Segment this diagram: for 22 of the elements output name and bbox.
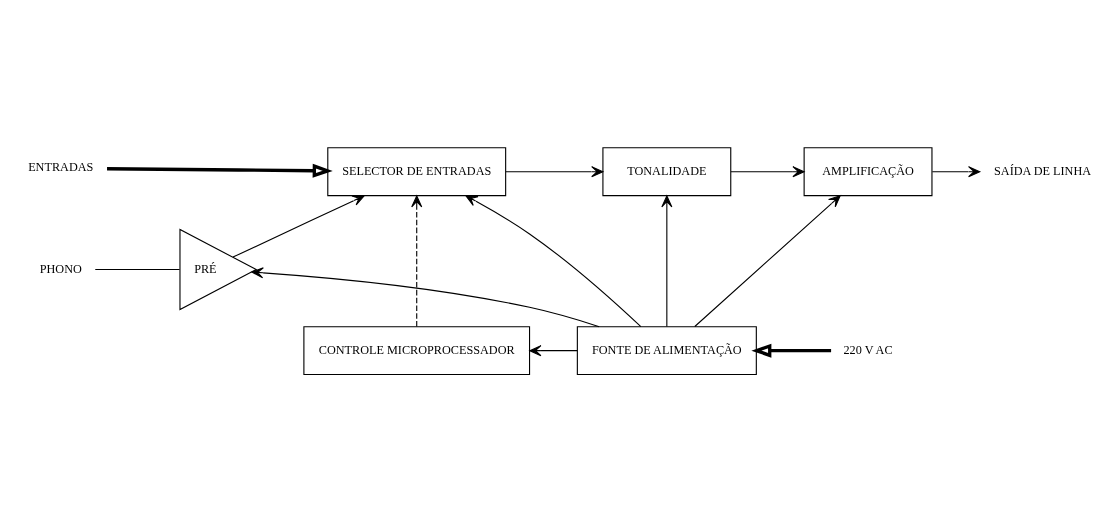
node-box: AMPLIFICAÇÃO	[803, 146, 933, 196]
arrow	[931, 165, 981, 177]
node-text: PHONO	[39, 261, 82, 276]
arrow	[529, 344, 578, 356]
connector	[94, 268, 181, 270]
arrow	[730, 165, 805, 177]
arrow	[251, 266, 600, 327]
node-box: TONALIDADE	[602, 146, 732, 196]
node-box: CONTROLE MICROPROCESSADOR	[303, 325, 531, 375]
arrow	[232, 194, 365, 258]
arrow	[751, 343, 832, 358]
arrow	[411, 194, 423, 327]
node-text: SAÍDA DE LINHA	[994, 163, 1092, 178]
arrow	[661, 194, 673, 327]
arrow	[107, 163, 333, 178]
arrow	[505, 165, 604, 177]
arrow	[465, 194, 642, 327]
node-box: SELECTOR DE ENTRADAS	[327, 146, 507, 196]
node-box: FONTE DE ALIMENTAÇÃO	[576, 325, 757, 375]
node-text: ENTRADAS	[28, 159, 94, 174]
arrow	[694, 194, 841, 327]
node-text: 220 V AC	[843, 342, 893, 357]
